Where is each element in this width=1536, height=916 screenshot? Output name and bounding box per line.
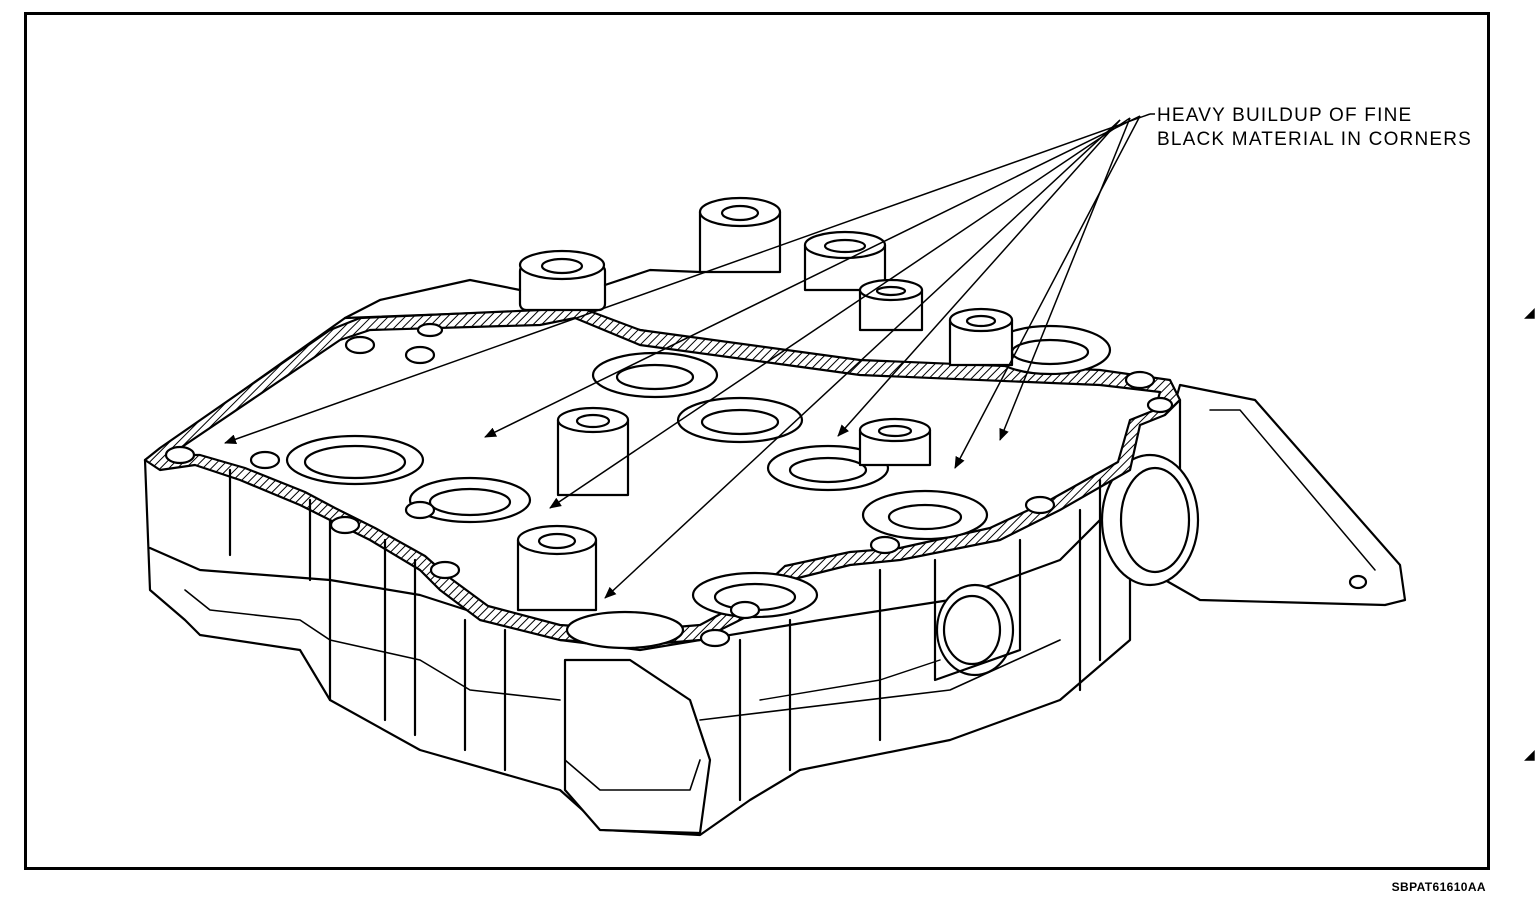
illustration-frame bbox=[24, 12, 1490, 870]
leader-line-4 bbox=[604, 119, 1121, 599]
figure-id: SBPAT61610AA bbox=[1391, 880, 1486, 894]
edge-mark-bottom: ◢ bbox=[1524, 746, 1535, 762]
callout-line-1: HEAVY BUILDUP OF FINE bbox=[1157, 105, 1413, 126]
leader-line-5 bbox=[837, 119, 1121, 437]
leader-line-1 bbox=[224, 113, 1151, 445]
leader-line-7 bbox=[954, 115, 1141, 469]
chamber-9 bbox=[565, 610, 685, 650]
callout-label: HEAVY BUILDUP OF FINE BLACK MATERIAL IN … bbox=[1157, 104, 1472, 152]
callout-line-2: BLACK MATERIAL IN CORNERS bbox=[1157, 129, 1473, 150]
flange-hole bbox=[1348, 574, 1368, 590]
edge-mark-top: ◢ bbox=[1524, 304, 1535, 320]
callout-leaders bbox=[224, 113, 1155, 599]
leader-line-6 bbox=[999, 117, 1131, 441]
leader-line-2 bbox=[484, 115, 1141, 438]
leader-line-3 bbox=[549, 117, 1131, 509]
